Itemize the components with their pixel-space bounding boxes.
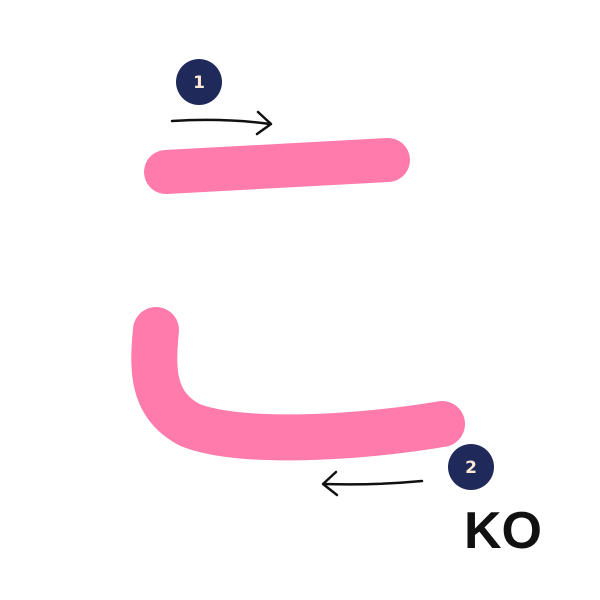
stroke-2: [131, 307, 465, 461]
arrow-left-icon: [321, 470, 424, 497]
step-number-2: 2: [465, 458, 477, 478]
step-number-1: 1: [193, 73, 205, 93]
step-badge-1: 1: [176, 59, 222, 105]
step-badge-2: 2: [448, 444, 494, 490]
arrow-right-icon: [170, 110, 273, 136]
stroke-1: [144, 138, 410, 194]
romaji-label: KO: [464, 502, 542, 560]
